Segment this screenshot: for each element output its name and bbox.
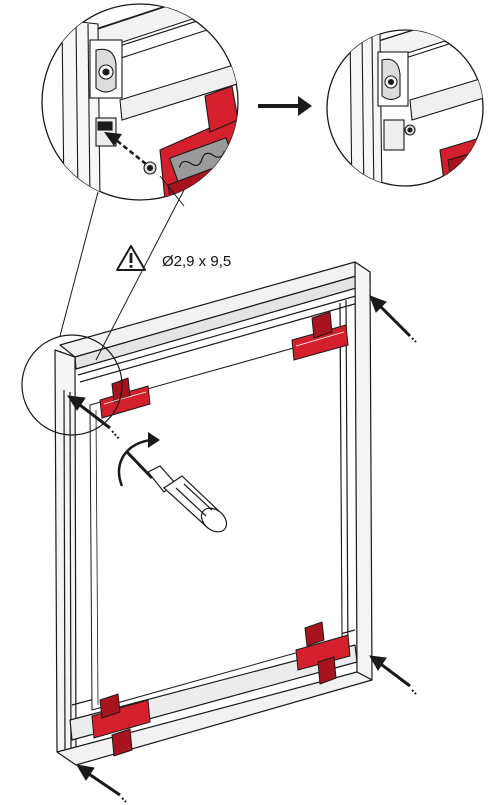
detail-locator-circle (21, 334, 123, 436)
warning-triangle-icon (116, 245, 146, 271)
insert-arrow (104, 132, 147, 165)
detail-before (41, 3, 239, 207)
screw-detail (143, 161, 157, 175)
detail-leaders (59, 187, 186, 361)
clip-top-left (99, 377, 151, 419)
arrow-bottom-right (369, 655, 417, 695)
left-stile (54, 349, 77, 761)
screw-spec-text: Ø2,9 x 9,5 (162, 253, 231, 270)
rotation-arrow (117, 432, 160, 487)
arrow-bottom-left (76, 764, 127, 803)
detail-after (326, 29, 484, 187)
bottom-rail (56, 671, 373, 766)
corner-clips (91, 311, 351, 757)
right-stile (354, 261, 373, 681)
warning-label: Ø2,9 x 9,5 (116, 245, 231, 271)
screw-arrows (67, 295, 417, 803)
screwdriver-icon (125, 450, 228, 533)
clip-bottom-right (295, 621, 351, 685)
step-arrow (258, 96, 312, 116)
clip-top-right (291, 311, 349, 361)
arrow-top-right (369, 295, 417, 343)
clip-bottom-left (91, 693, 151, 757)
